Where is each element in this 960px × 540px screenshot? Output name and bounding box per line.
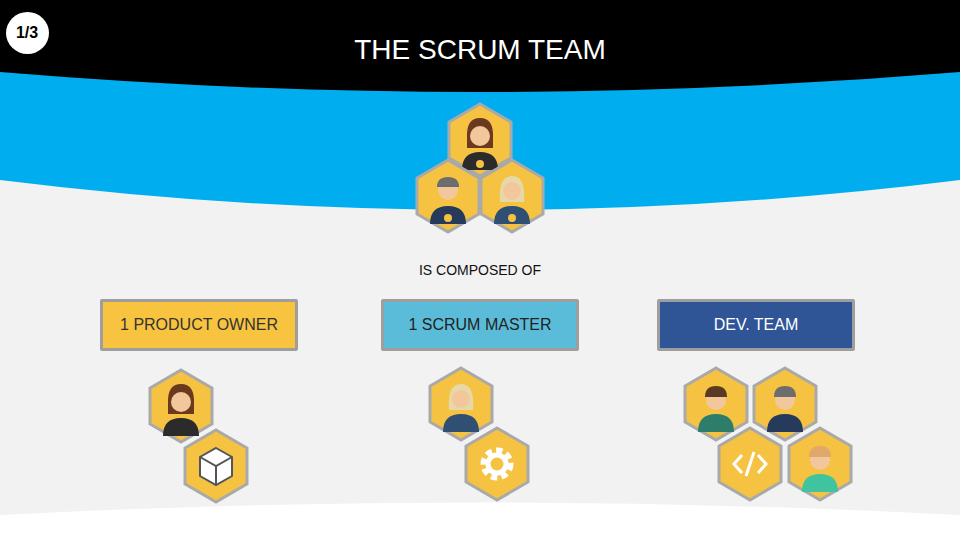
black-header [0, 0, 960, 92]
dev-team-icons [685, 368, 851, 500]
product-owner-icons [150, 370, 247, 502]
role-box: 1 PRODUCT OWNER [100, 299, 298, 351]
caption-label: IS COMPOSED OF [419, 262, 541, 278]
node-text: 1 SCRUM MASTER [408, 316, 551, 334]
team-icon-group [417, 104, 543, 232]
title: THE SCRUM TEAM [354, 34, 606, 66]
role-box: DEV. TEAM [657, 299, 855, 351]
node-text: DEV. TEAM [714, 316, 798, 334]
role-box: 1 SCRUM MASTER [381, 299, 579, 351]
node-text: 1 PRODUCT OWNER [120, 316, 278, 334]
page-badge: 1/3 [6, 12, 49, 54]
white-strip [0, 503, 960, 540]
scrum-master-icons [430, 368, 528, 500]
node-text: 1/3 [16, 24, 38, 42]
